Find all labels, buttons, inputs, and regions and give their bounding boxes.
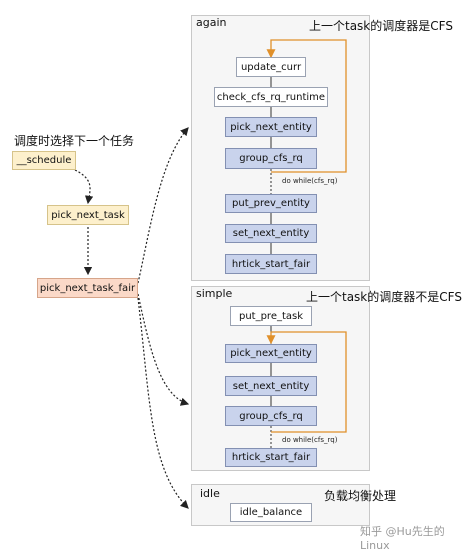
idle-note: 负载均衡处理 <box>324 489 397 503</box>
arrow-to-again <box>137 127 189 284</box>
again-loop-label: do while(cfs_rq) <box>282 177 338 185</box>
put-pre-task-box: put_pre_task <box>230 306 312 326</box>
arrow-schedule-to-pick-next-task <box>74 169 94 205</box>
again-note: 上一个task的调度器是CFS <box>309 19 453 33</box>
hrtick-start-fair-box: hrtick_start_fair <box>225 254 317 274</box>
watermark: 知乎 @Hu先生的Linux <box>360 525 445 552</box>
idle-balance-box: idle_balance <box>230 503 312 522</box>
again-loop-arrow <box>266 39 347 173</box>
simple-group-cfs-rq-box: group_cfs_rq <box>225 406 317 426</box>
pick-next-entity-box: pick_next_entity <box>225 117 317 137</box>
update-curr-box: update_curr <box>236 57 306 77</box>
put-prev-entity-box: put_prev_entity <box>225 194 317 213</box>
simple-pick-next-entity-box: pick_next_entity <box>225 344 317 363</box>
flow-connectors <box>74 39 347 509</box>
arrow-to-simple <box>137 293 190 406</box>
pick-next-task-fair-box: pick_next_task_fair <box>37 278 138 298</box>
simple-hrtick-start-fair-box: hrtick_start_fair <box>225 448 317 467</box>
simple-loop-label: do while(cfs_rq) <box>282 436 338 444</box>
check-cfs-rq-runtime-box: check_cfs_rq_runtime <box>214 87 328 107</box>
simple-note: 上一个task的调度器不是CFS <box>306 290 462 304</box>
simple-loop-arrow <box>266 331 347 433</box>
left-heading: 调度时选择下一个任务 <box>14 134 135 148</box>
again-title: again <box>196 16 227 29</box>
group-cfs-rq-box: group_cfs_rq <box>225 148 317 169</box>
simple-set-next-entity-box: set_next_entity <box>225 376 317 396</box>
simple-title: simple <box>196 287 233 300</box>
idle-title: idle <box>200 487 220 500</box>
arrow-to-idle <box>137 297 189 509</box>
pick-next-task-box: pick_next_task <box>47 205 129 225</box>
set-next-entity-box: set_next_entity <box>225 224 317 243</box>
schedule-box: __schedule <box>12 151 76 170</box>
